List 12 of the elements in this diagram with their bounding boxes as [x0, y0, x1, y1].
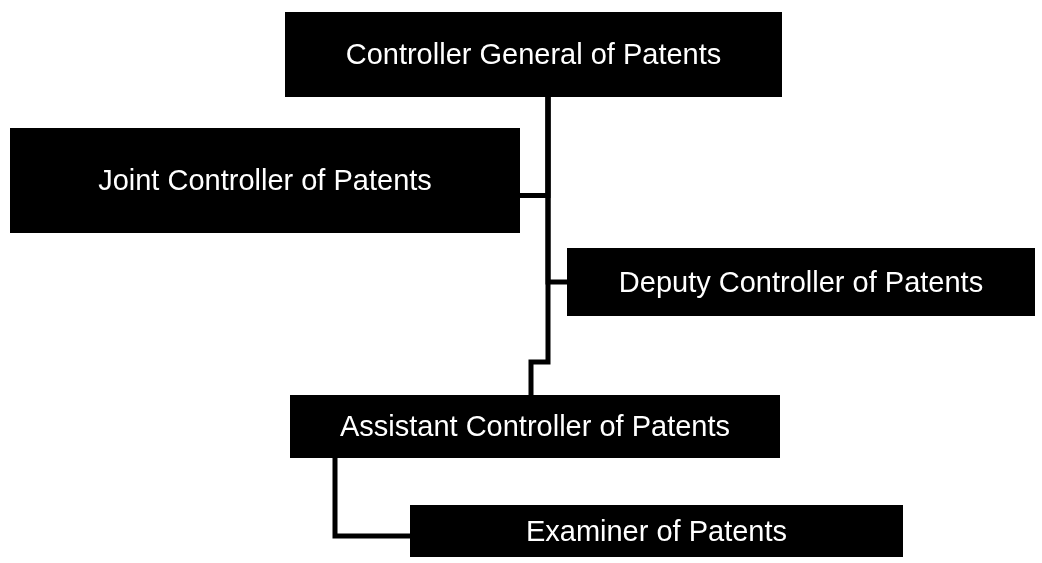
title-box [290, 395, 780, 458]
connector-line [528, 97, 551, 395]
position-title: Assistant Controller of Patents [339, 410, 731, 443]
position-title: Controller General of Patents [345, 38, 722, 71]
position-title: Deputy Controller of Patents [618, 265, 984, 299]
title-box [285, 12, 782, 97]
position-title: Joint Controller of Patents [98, 164, 432, 197]
title-box [567, 248, 1035, 316]
connector-line [332, 458, 410, 539]
title-box [410, 505, 903, 557]
position-title: Examiner of Patents [525, 514, 788, 548]
title-box [10, 128, 520, 233]
